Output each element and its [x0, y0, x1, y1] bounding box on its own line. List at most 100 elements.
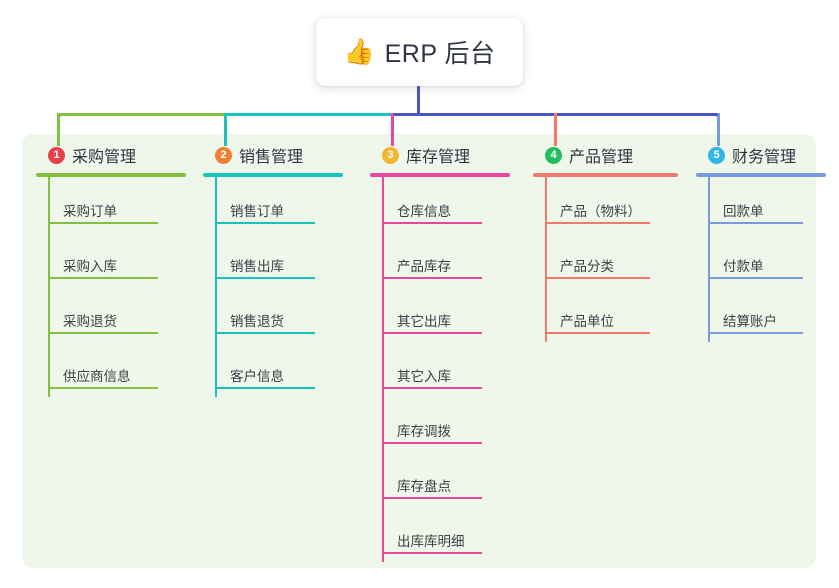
branch-item-label: 销售订单 — [230, 204, 284, 219]
branch-item-label: 回款单 — [723, 204, 764, 219]
branch-item-label: 产品库存 — [397, 259, 451, 274]
branch-item-label: 出库库明细 — [397, 534, 465, 549]
thumbs-up-emoji: 👍 — [343, 37, 375, 66]
branch-item-rule — [215, 277, 315, 279]
branch-item-rule — [382, 552, 482, 554]
branch-item-rule — [708, 277, 803, 279]
drop-connector-1 — [57, 113, 60, 146]
branch-item[interactable]: 库存调拨 — [370, 397, 510, 452]
branch-item[interactable]: 采购入库 — [36, 232, 186, 287]
branch-title: 库存管理 — [406, 149, 471, 166]
branch-title: 销售管理 — [239, 149, 304, 166]
trunk-connector — [417, 86, 420, 116]
branch-item[interactable]: 采购订单 — [36, 177, 186, 232]
branch-header-5[interactable]: 5 财务管理 — [696, 142, 826, 168]
branch-item[interactable]: 出库库明细 — [370, 507, 510, 562]
branch-number-badge: 4 — [545, 146, 562, 164]
branch-item[interactable]: 付款单 — [696, 232, 826, 287]
branch-stem — [215, 177, 217, 397]
branch-item[interactable]: 仓库信息 — [370, 177, 510, 232]
branch-item-label: 库存调拨 — [397, 424, 451, 439]
branch-item-label: 采购退货 — [63, 314, 117, 329]
drop-connector-5 — [717, 113, 720, 146]
branch-header-3[interactable]: 3 库存管理 — [370, 142, 510, 168]
branch-item-label: 产品分类 — [560, 259, 614, 274]
bar-segment-green — [57, 113, 227, 116]
branch-number-badge: 3 — [382, 146, 399, 164]
branch-item[interactable]: 采购退货 — [36, 287, 186, 342]
branch-title: 财务管理 — [732, 149, 797, 166]
branch-header-rule — [203, 173, 343, 177]
branch-title: 产品管理 — [569, 149, 634, 166]
branch-item-rule — [215, 222, 315, 224]
branch-item-list: 销售订单销售出库销售退货客户信息 — [203, 177, 343, 397]
branch-item-label: 库存盘点 — [397, 479, 451, 494]
branch-item-rule — [382, 442, 482, 444]
branch-column-采购管理: 1 采购管理采购订单采购入库采购退货供应商信息 — [36, 142, 186, 397]
branch-item[interactable]: 其它入库 — [370, 342, 510, 397]
branch-item-rule — [215, 332, 315, 334]
branch-item[interactable]: 回款单 — [696, 177, 826, 232]
branch-item-label: 销售出库 — [230, 259, 284, 274]
branch-stem — [48, 177, 50, 397]
branch-item-rule — [48, 332, 158, 334]
branch-item-rule — [382, 332, 482, 334]
branch-item[interactable]: 结算账户 — [696, 287, 826, 342]
branch-item-rule — [708, 222, 803, 224]
branch-item-list: 采购订单采购入库采购退货供应商信息 — [36, 177, 186, 397]
branch-item-rule — [708, 332, 803, 334]
branch-item-label: 采购订单 — [63, 204, 117, 219]
branch-item-label: 客户信息 — [230, 369, 284, 384]
branch-item-rule — [545, 277, 650, 279]
root-node-card[interactable]: 👍 ERP 后台 — [316, 18, 523, 86]
branch-item[interactable]: 产品库存 — [370, 232, 510, 287]
branch-item[interactable]: 客户信息 — [203, 342, 343, 397]
branch-number-badge: 1 — [48, 146, 65, 164]
branch-item[interactable]: 库存盘点 — [370, 452, 510, 507]
drop-connector-2 — [224, 113, 227, 146]
branch-item-rule — [545, 222, 650, 224]
branch-title: 采购管理 — [72, 149, 137, 166]
branch-item-label: 仓库信息 — [397, 204, 451, 219]
branch-stem — [708, 177, 710, 342]
branch-item[interactable]: 销售订单 — [203, 177, 343, 232]
branch-item[interactable]: 其它出库 — [370, 287, 510, 342]
branch-item[interactable]: 产品分类 — [533, 232, 678, 287]
bar-segment-teal — [224, 113, 394, 116]
branch-item-label: 付款单 — [723, 259, 764, 274]
branch-item-rule — [48, 277, 158, 279]
branch-item[interactable]: 供应商信息 — [36, 342, 186, 397]
branch-header-rule — [36, 173, 186, 177]
branch-item-label: 销售退货 — [230, 314, 284, 329]
branch-item-rule — [48, 387, 158, 389]
branch-item[interactable]: 产品（物料） — [533, 177, 678, 232]
branch-item-list: 产品（物料） 产品分类产品单位 — [533, 177, 678, 342]
branch-item-label: 产品（物料） — [560, 204, 641, 219]
branch-item-list: 仓库信息产品库存其它出库其它入库库存调拨库存盘点出库库明细 — [370, 177, 510, 562]
branch-item-rule — [382, 497, 482, 499]
drop-connector-3 — [391, 113, 394, 146]
branch-number-badge: 5 — [708, 146, 725, 164]
branch-header-rule — [696, 173, 826, 177]
branch-header-1[interactable]: 1 采购管理 — [36, 142, 186, 168]
branch-item-label: 供应商信息 — [63, 369, 131, 384]
branch-item-rule — [382, 222, 482, 224]
elbow-left — [57, 113, 67, 123]
root-node-title: ERP 后台 — [384, 40, 496, 68]
branch-header-rule — [533, 173, 678, 177]
branch-item[interactable]: 销售出库 — [203, 232, 343, 287]
branch-item[interactable]: 销售退货 — [203, 287, 343, 342]
branch-header-4[interactable]: 4 产品管理 — [533, 142, 678, 168]
branch-column-财务管理: 5 财务管理回款单付款单结算账户 — [696, 142, 826, 342]
branch-item-label: 产品单位 — [560, 314, 614, 329]
branch-item[interactable]: 产品单位 — [533, 287, 678, 342]
branch-item-rule — [215, 387, 315, 389]
branches-panel — [22, 134, 816, 568]
branch-item-rule — [48, 222, 158, 224]
branch-item-label: 其它出库 — [397, 314, 451, 329]
branch-item-rule — [545, 332, 650, 334]
branch-column-产品管理: 4 产品管理产品（物料） 产品分类产品单位 — [533, 142, 678, 342]
